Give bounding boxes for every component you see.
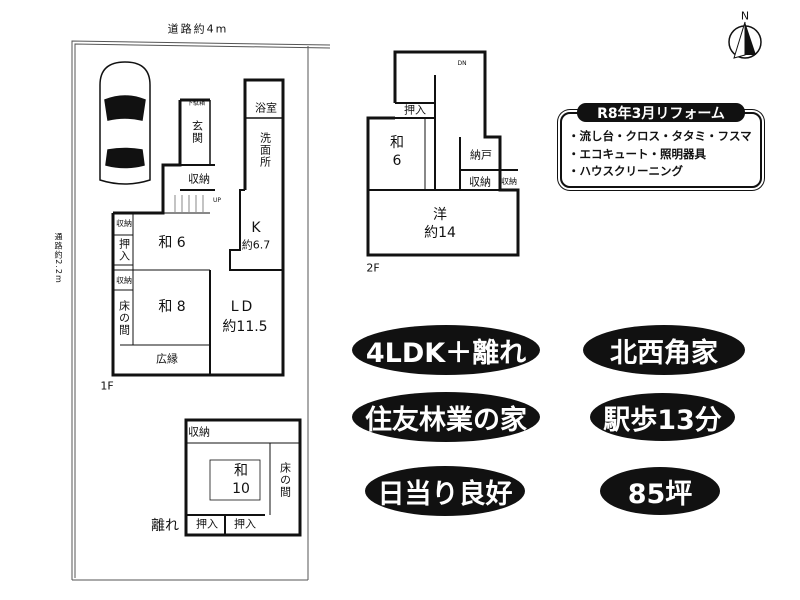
reform-title: R8年3月リフォーム (577, 103, 745, 122)
room-storage-2f: 収納 (469, 175, 491, 189)
room-wa: 和 (390, 135, 404, 151)
room-wa8: 和 8 (158, 299, 186, 315)
room-ld-size: 約11.5 (222, 319, 268, 335)
road-side-label: 通路約2.2m (54, 232, 63, 284)
stairs-icon (174, 195, 204, 212)
floor1-label: 1F (100, 379, 114, 393)
room-wa6: 和 6 (158, 235, 186, 251)
annex-label: 離れ (151, 518, 179, 534)
room-storage-a: 収納 (116, 219, 132, 228)
reform-item: ・ハウスクリーニング (568, 164, 683, 178)
annex-room-wa-size: 10 (232, 481, 250, 497)
badge-area: 85坪 (600, 467, 720, 515)
shoe-cabinet: 下駄箱 (186, 100, 206, 107)
room-hiroen: 広縁 (156, 352, 178, 366)
room-tokonoma: 床の間 (117, 300, 131, 336)
badge-station-walk: 駅歩13分 (590, 393, 735, 441)
floor2-label: 2F (366, 261, 380, 275)
room-storage-b: 収納 (116, 276, 132, 285)
room-bath: 浴室 (255, 101, 277, 115)
road-top-label: 道路約4m (167, 22, 229, 36)
badge-corner-lot: 北西角家 (583, 325, 745, 375)
car-icon (99, 61, 151, 185)
stairs-up-label: UP (212, 197, 222, 204)
room-storage: 収納 (188, 172, 210, 186)
room-oshiire: 押入 (117, 238, 131, 262)
room-nando: 納戸 (470, 148, 492, 162)
room-oshiire-2f: 押入 (404, 103, 426, 117)
room-western: 洋 (433, 207, 447, 223)
annex-tokonoma: 床の間 (278, 462, 292, 498)
room-storage-small-2f: 収納 (501, 177, 517, 186)
floor2-walls (366, 50, 520, 257)
badge-sunlight: 日当り良好 (365, 466, 525, 516)
annex-walls (184, 418, 302, 537)
lot-boundary (71, 40, 331, 581)
reform-item: ・流し台・クロス・タタミ・フスマ (568, 129, 752, 143)
room-ld: LD (230, 299, 256, 315)
stairs-down-label: DN (457, 60, 467, 67)
room-western-size: 約14 (424, 225, 456, 241)
annex-storage: 収納 (188, 425, 210, 439)
room-wa-size: 6 (392, 153, 402, 169)
reform-item: ・エコキュート・照明器具 (568, 147, 706, 161)
room-k-size: 約6.7 (241, 238, 271, 252)
room-k: K (251, 220, 261, 236)
annex-room-wa: 和 (234, 463, 248, 479)
badge-layout: 4LDK＋離れ (352, 325, 540, 375)
compass-north-label: N (740, 9, 750, 23)
badge-builder: 住友林業の家 (352, 392, 540, 442)
room-entrance: 玄関 (190, 120, 204, 144)
room-washroom: 洗面所 (258, 132, 272, 168)
compass-icon (728, 21, 762, 59)
annex-oshiire-2: 押入 (234, 517, 256, 531)
annex-oshiire-1: 押入 (196, 517, 218, 531)
floor1-walls (111, 78, 285, 377)
